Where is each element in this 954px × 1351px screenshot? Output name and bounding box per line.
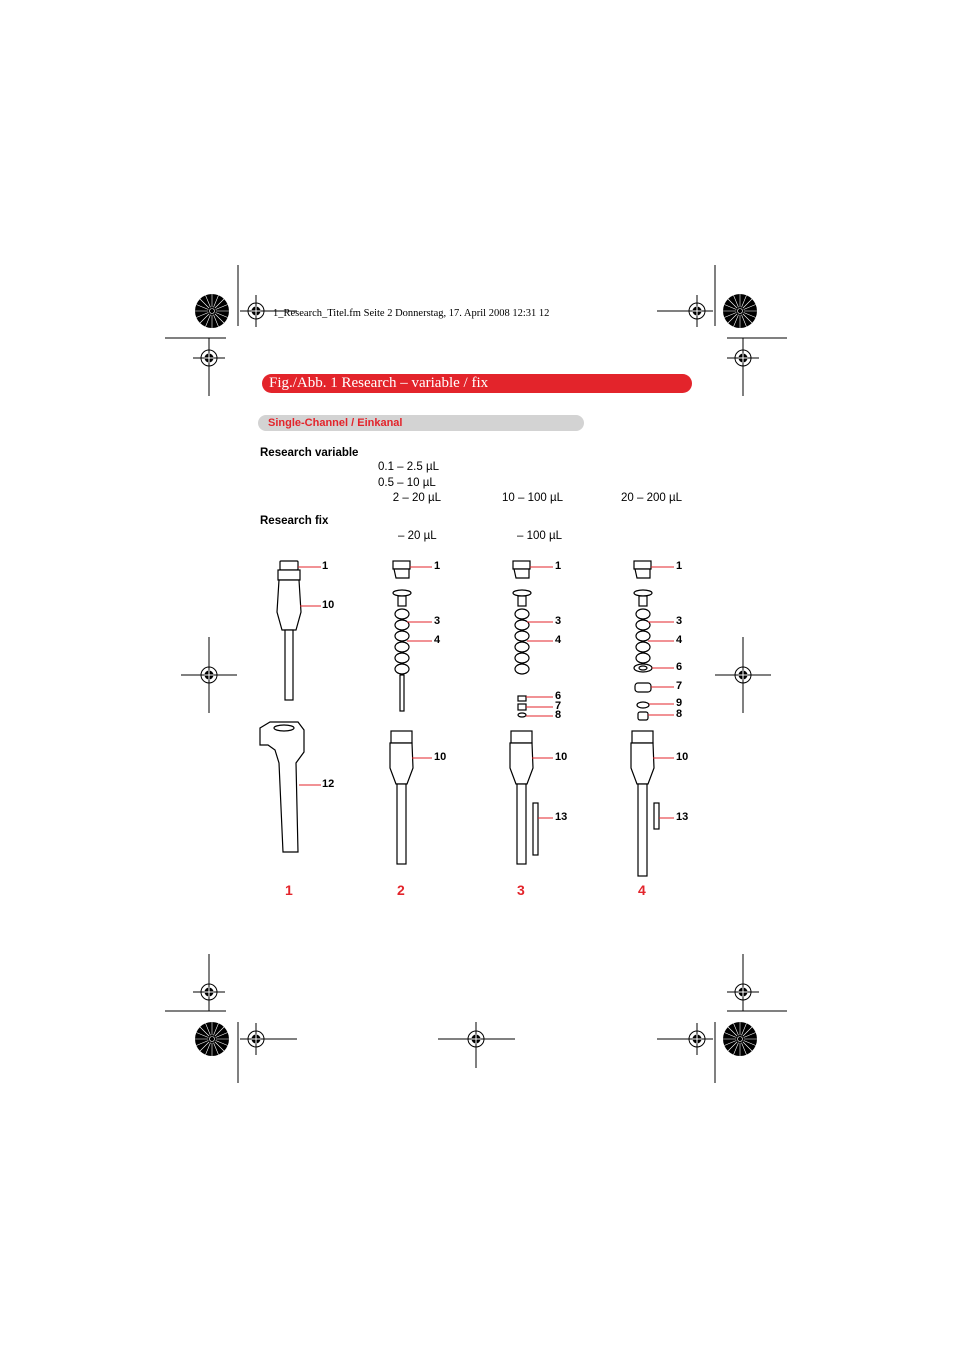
part-number: 6	[676, 661, 683, 673]
figure-title-bar	[262, 374, 692, 393]
volume-range: 2 – 20 µL	[392, 492, 441, 504]
volume-range: 10 – 100 µL	[502, 492, 563, 504]
part-number: 10	[676, 751, 689, 763]
plunger-button	[392, 560, 411, 579]
part-number: 1	[555, 560, 562, 572]
part-number: 6	[555, 690, 562, 702]
plunger-spring	[633, 589, 653, 664]
volume-range: 20 – 200 µL	[621, 492, 682, 504]
rod-part	[653, 802, 660, 830]
part-number: 4	[434, 634, 441, 646]
volume-range: 0.5 – 10 µL	[378, 477, 436, 489]
seal-parts	[633, 663, 653, 721]
part-number: 3	[676, 615, 683, 627]
figure-number: 3	[517, 882, 525, 898]
part-number: 10	[322, 599, 335, 611]
part-number: 7	[676, 680, 683, 692]
plunger-button	[512, 560, 531, 579]
part-number: 1	[322, 560, 329, 572]
part-number: 8	[676, 708, 683, 720]
volume-range: – 100 µL	[517, 530, 562, 542]
section-title: Single-Channel / Einkanal	[268, 417, 403, 429]
plunger-button	[633, 560, 652, 579]
part-number: 12	[322, 778, 335, 790]
part-number: 1	[676, 560, 683, 572]
seal-parts	[517, 695, 527, 718]
research-fix-label: Research fix	[260, 515, 329, 527]
figure-title: Fig./Abb. 1 Research – variable / fix	[269, 375, 489, 391]
volume-range: 0.1 – 2.5 µL	[378, 461, 439, 473]
plunger-spring	[392, 589, 412, 712]
figure-number: 2	[397, 882, 405, 898]
section-bar	[258, 415, 584, 431]
volume-range: – 20 µL	[398, 530, 437, 542]
part-number: 7	[555, 700, 562, 712]
part-number: 13	[676, 811, 689, 823]
figure-number: 4	[638, 882, 646, 898]
rod-part	[532, 802, 539, 856]
part-number: 10	[555, 751, 568, 763]
figure-number: 1	[285, 882, 293, 898]
research-variable-label: Research variable	[260, 447, 359, 459]
part-number: 3	[434, 615, 441, 627]
part-number: 13	[555, 811, 568, 823]
part-number: 1	[434, 560, 441, 572]
part-number: 4	[676, 634, 683, 646]
pipette-upper-part	[276, 560, 302, 701]
part-number: 8	[555, 709, 562, 721]
tip-holder-part	[259, 721, 305, 853]
part-number: 9	[676, 697, 683, 709]
file-header: 1_Research_Titel.fm Seite 2 Donnerstag, …	[273, 308, 550, 319]
lower-shaft	[509, 730, 534, 865]
plunger-spring	[512, 589, 532, 675]
lower-shaft	[389, 730, 414, 865]
part-number: 3	[555, 615, 562, 627]
lower-shaft	[630, 730, 655, 877]
part-number: 4	[555, 634, 562, 646]
part-number: 10	[434, 751, 447, 763]
